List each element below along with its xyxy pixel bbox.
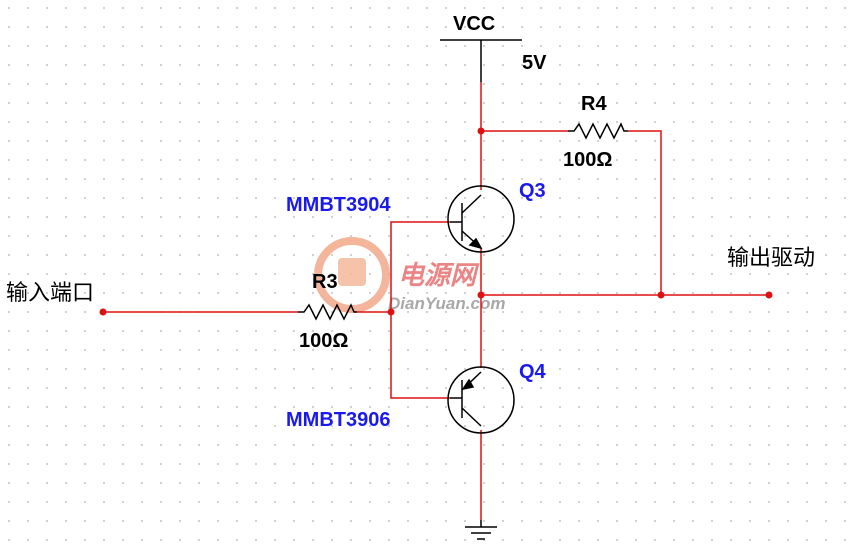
vcc-label: VCC [453, 13, 495, 35]
watermark-cn: 电源网 [398, 261, 480, 291]
r4-value-label: 100Ω [563, 149, 612, 171]
wire-r4-output [628, 130, 662, 295]
vcc-voltage-label: 5V [522, 52, 547, 74]
junction-dot [477, 291, 485, 299]
r3-ref-label: R3 [312, 271, 338, 293]
output-port-label: 输出驱动 [727, 246, 815, 271]
junction-dot [477, 127, 485, 135]
wires [103, 82, 769, 520]
q3-ref-label: Q3 [519, 180, 546, 202]
wire-base-q4 [390, 312, 450, 399]
transistor-q4-pnp [447, 366, 515, 434]
watermark-en: DianYuan.com [388, 294, 505, 313]
junction-dot [657, 291, 665, 299]
q4-part-label: MMBT3906 [286, 409, 390, 431]
ground-symbol [465, 520, 497, 540]
transistor-q3-npn [447, 185, 515, 253]
output-terminal-dot [765, 291, 773, 299]
resistor-r3 [298, 303, 357, 321]
q3-part-label: MMBT3904 [286, 194, 391, 216]
r4-ref-label: R4 [581, 93, 607, 115]
input-terminal-dot [99, 308, 107, 316]
vcc-supply-symbol [440, 39, 522, 82]
junctions [99, 127, 773, 316]
r3-value-label: 100Ω [299, 330, 348, 352]
junction-dot [387, 308, 395, 316]
wire-base-q3 [390, 221, 450, 312]
resistor-r4 [568, 122, 628, 140]
input-port-label: 输入端口 [6, 281, 94, 306]
q4-ref-label: Q4 [519, 361, 547, 383]
